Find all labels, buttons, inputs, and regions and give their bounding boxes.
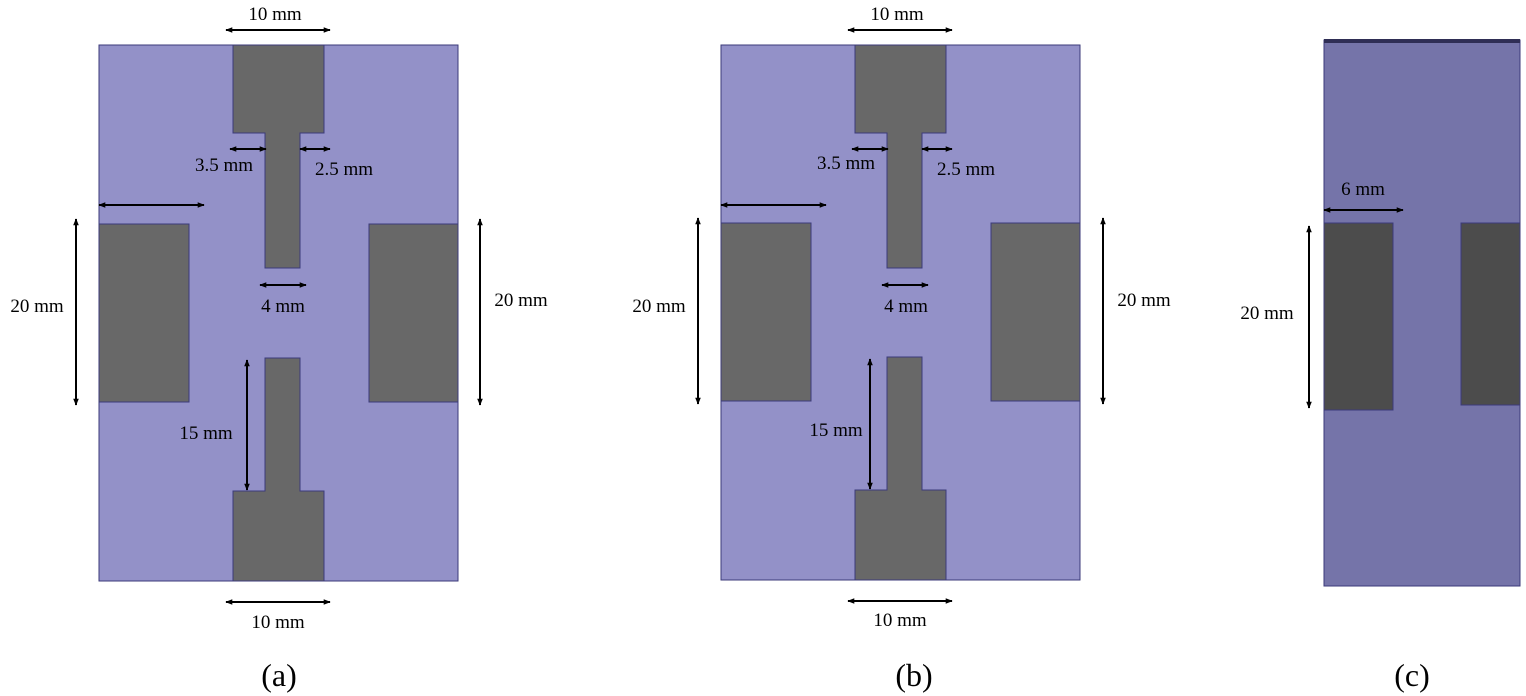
left-height-label: 20 mm	[632, 296, 686, 317]
feed-length-label: 15 mm	[809, 420, 863, 441]
left-patch	[1323, 222, 1394, 411]
caption: (a)	[261, 657, 297, 693]
right-patch	[368, 223, 459, 403]
panel-b: 10 mm 3.5 mm 2.5 mm 4 mm 20 mm 20 mm 15 …	[632, 4, 1171, 693]
patch-height-label: 20 mm	[1240, 303, 1294, 324]
bottom-feed-line	[854, 356, 947, 581]
panel-a: 10 mm 3.5 mm 2.5 mm 4 mm 20 mm 20 mm 15 …	[10, 4, 548, 693]
bottom-feed-line	[232, 357, 325, 582]
top-feed-line	[232, 44, 325, 269]
right-step-label: 2.5 mm	[315, 159, 373, 180]
top-width-label: 10 mm	[870, 4, 924, 25]
caption: (c)	[1394, 657, 1430, 693]
patch-width-label: 6 mm	[1341, 179, 1385, 200]
bottom-width-label: 10 mm	[873, 610, 927, 631]
caption: (b)	[895, 657, 932, 693]
left-height-label: 20 mm	[10, 296, 64, 317]
feed-length-label: 15 mm	[179, 423, 233, 444]
left-patch	[98, 223, 190, 403]
right-height-label: 20 mm	[494, 290, 548, 311]
gap-label: 4 mm	[261, 296, 305, 317]
bottom-width-label: 10 mm	[251, 612, 305, 633]
top-width-label: 10 mm	[248, 4, 302, 25]
panel-c: 6 mm 20 mm (c)	[1240, 39, 1521, 693]
top-feed-line	[854, 44, 947, 269]
left-patch	[720, 222, 812, 402]
right-patch	[1460, 222, 1521, 406]
right-patch	[990, 222, 1081, 402]
top-edge	[1324, 39, 1520, 43]
gap-label: 4 mm	[884, 296, 928, 317]
left-step-label: 3.5 mm	[195, 155, 253, 176]
left-step-label: 3.5 mm	[817, 153, 875, 174]
right-step-label: 2.5 mm	[937, 159, 995, 180]
right-height-label: 20 mm	[1117, 290, 1171, 311]
